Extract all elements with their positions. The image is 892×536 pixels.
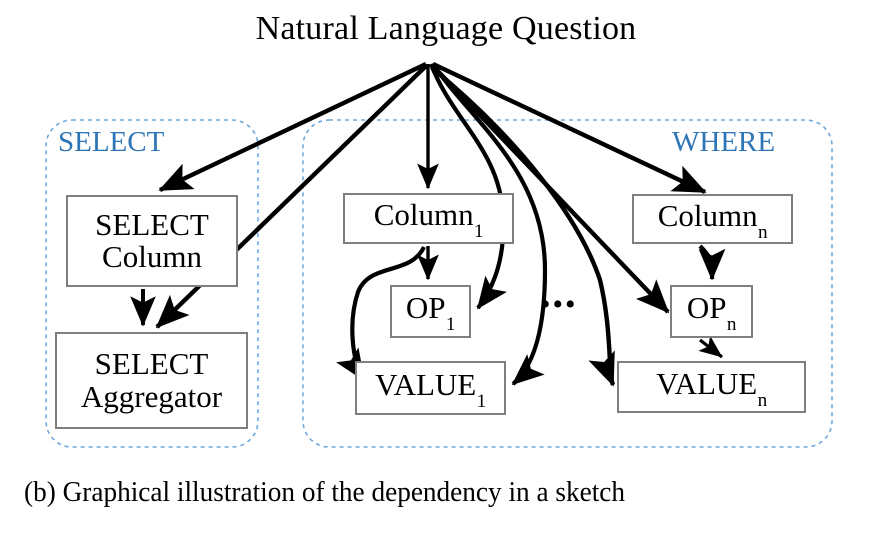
node-column-n[interactable]: Columnn (632, 194, 793, 244)
node-select-aggregator[interactable]: SELECT Aggregator (55, 332, 248, 429)
node-column-1-subscript: 1 (474, 221, 484, 243)
node-column-n-base: Column (657, 197, 758, 233)
node-value-1-subscript: 1 (476, 390, 487, 412)
node-value-n-subscript: n (757, 389, 768, 411)
figure-caption: (b) Graphical illustration of the depend… (24, 476, 626, 508)
node-select-column[interactable]: SELECT Column (66, 195, 238, 287)
group-label-where: WHERE (672, 126, 776, 158)
node-column-n-label: Columnn (657, 197, 768, 242)
edge-column-1-to-value-1 (336, 245, 426, 382)
edge-root-to-select-column (158, 62, 427, 192)
edge-root-to-column-n (432, 62, 707, 194)
node-op-1-label: OP1 (405, 290, 456, 335)
node-column-1-label: Column1 (373, 197, 484, 242)
node-column-1-base: Column (373, 197, 474, 233)
node-value-1-base: VALUE (375, 366, 477, 402)
node-op-n[interactable]: OPn (670, 285, 753, 338)
group-container-where (302, 119, 833, 448)
node-op-n-label: OPn (686, 290, 737, 335)
node-op-n-subscript: n (726, 314, 737, 336)
node-op-1-subscript: 1 (445, 314, 456, 336)
node-value-n-base: VALUE (656, 365, 758, 401)
node-op-n-base: OP (686, 290, 727, 326)
edge-root-to-value-n (430, 66, 616, 387)
node-value-1[interactable]: VALUE1 (355, 361, 506, 415)
node-column-1[interactable]: Column1 (343, 193, 514, 244)
root-node-label: Natural Language Question (255, 10, 637, 47)
node-select-column-line2: Column (102, 239, 202, 274)
edge-op-n-to-value-n (698, 335, 723, 359)
node-select-aggregator-line2: Aggregator (80, 378, 223, 414)
node-value-1-label: VALUE1 (375, 366, 486, 411)
node-column-n-subscript: n (758, 221, 768, 243)
node-value-n[interactable]: VALUEn (617, 361, 806, 413)
node-op-1[interactable]: OP1 (390, 285, 471, 338)
node-value-n-label: VALUEn (656, 365, 767, 410)
node-select-aggregator-line1: SELECT (94, 346, 209, 382)
ellipsis-indicator: ••• (540, 288, 578, 321)
edge-root-to-value-1 (431, 62, 548, 386)
group-container-select (45, 119, 259, 448)
node-op-1-base: OP (405, 290, 446, 326)
edge-column-n-to-op-n (698, 244, 726, 281)
group-label-select: SELECT (58, 126, 165, 158)
node-select-column-line1: SELECT (95, 206, 209, 242)
